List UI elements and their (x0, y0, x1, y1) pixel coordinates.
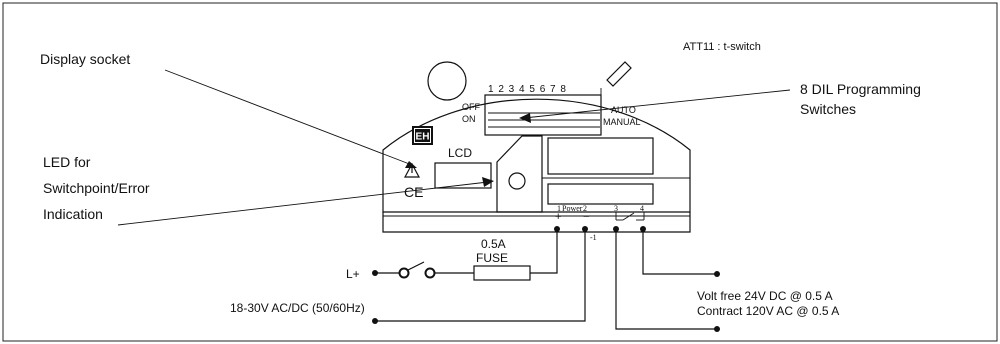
led-label-line3: Indication (43, 206, 103, 222)
terminal-1-label: 1 (557, 204, 561, 213)
terminal-power-label: Power (562, 204, 583, 213)
relay-label-line1: Volt free 24V DC @ 0.5 A (697, 289, 833, 303)
lcd-label: LCD (448, 146, 472, 160)
fuse-symbol (473, 265, 531, 281)
terminal-plus: + (555, 211, 561, 223)
dil-label-line2: Switches (800, 101, 856, 117)
dil-switch-block (484, 88, 602, 136)
l-plus-label: L+ (346, 267, 360, 281)
lcd-socket (434, 162, 492, 189)
on-label: ON (462, 114, 476, 124)
supply-switch (372, 261, 474, 279)
dil-label-line1: 8 DIL Programming (800, 81, 921, 97)
terminal-4-label: 4 (640, 204, 644, 213)
display-socket-label: Display socket (40, 51, 130, 67)
neg-mark: -1 (590, 233, 597, 242)
fuse-rating-label: 0.5A (481, 237, 506, 251)
ce-mark: CE (404, 184, 423, 200)
eh-logo: EH (412, 126, 433, 145)
fuse-label: FUSE (476, 251, 508, 265)
upper-module (547, 137, 654, 175)
terminal-wiring (372, 226, 720, 332)
relay-label-line2: Contract 120V AC @ 0.5 A (697, 304, 839, 318)
terminal-strip (547, 183, 654, 205)
led-label-line1: LED for (43, 154, 91, 170)
relay-contact (615, 212, 645, 221)
terminal-2-label: 2 (583, 204, 587, 213)
att11-label: ATT11 : t-switch (683, 41, 761, 53)
auto-label: AUTO (611, 105, 636, 115)
eh-logo-text: EH (416, 132, 430, 143)
manual-label: MANUAL (603, 117, 641, 127)
leader-lines (117, 69, 791, 226)
terminal-minus: − (583, 211, 589, 223)
housing-hole (427, 61, 467, 101)
supply-label: 18-30V AC/DC (50/60Hz) (230, 301, 365, 315)
t-switch (606, 61, 632, 87)
terminal-3-label: 3 (614, 204, 618, 213)
warning-icon (403, 162, 421, 178)
off-label: OFF (462, 102, 480, 112)
switch-numbers: 1 2 3 4 5 6 7 8 (488, 84, 567, 95)
led-bracket (496, 135, 543, 213)
led-indicator (508, 172, 526, 190)
led-label-line2: Switchpoint/Error (43, 180, 150, 196)
